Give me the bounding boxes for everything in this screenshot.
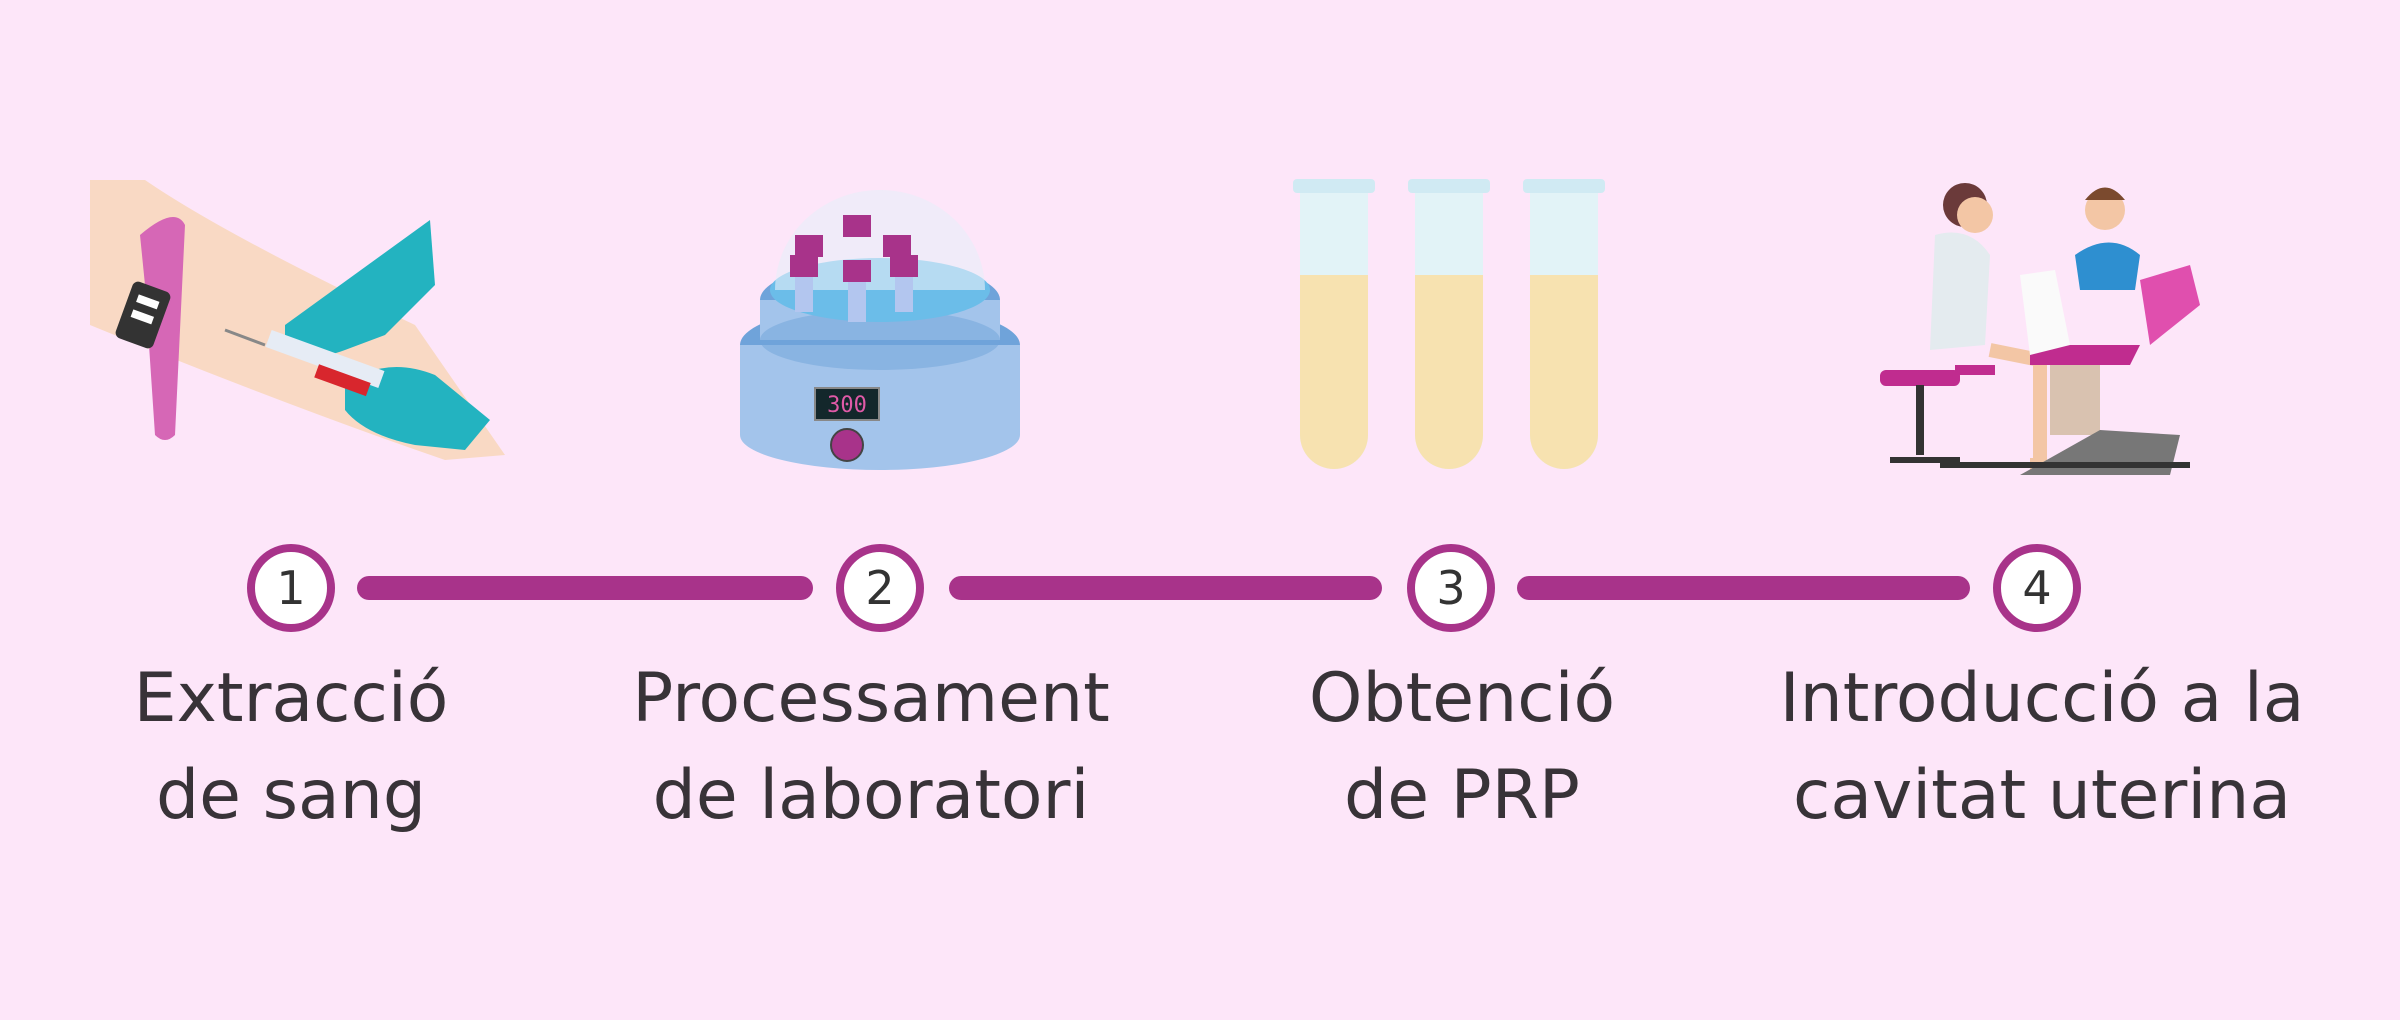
step-label-3: Obtenció de PRP [1309, 650, 1615, 844]
blood-draw-icon [90, 180, 505, 460]
step-label-2: Processament de laboratori [632, 650, 1109, 844]
step-label-line1: Extracció [133, 659, 449, 738]
step-number-1: 1 [247, 544, 335, 632]
connector-line-1-2 [357, 576, 813, 600]
step-label-line2: de sang [156, 756, 426, 835]
step-label-line1: Obtenció [1308, 659, 1616, 738]
step-label-1: Extracció de sang [134, 650, 449, 844]
centrifuge-icon: 300 [740, 190, 1020, 470]
centrifuge-display: 300 [827, 393, 867, 418]
connector-line-3-4 [1517, 576, 1970, 600]
step-number-4: 4 [1993, 544, 2081, 632]
step-label-line1: Introducció a la [1779, 659, 2305, 738]
gynecology-exam-icon [1880, 183, 2200, 475]
step-label-line2: cavitat uterina [1792, 756, 2291, 835]
step-number-3: 3 [1407, 544, 1495, 632]
step-label-4: Introducció a la cavitat uterina [1780, 650, 2305, 844]
step-label-line1: Processament [632, 659, 1110, 738]
connector-line-2-3 [949, 576, 1382, 600]
step-label-line2: de PRP [1344, 756, 1580, 835]
step-number-2: 2 [836, 544, 924, 632]
step-label-line2: de laboratori [652, 756, 1090, 835]
test-tubes-icon [1293, 179, 1605, 469]
